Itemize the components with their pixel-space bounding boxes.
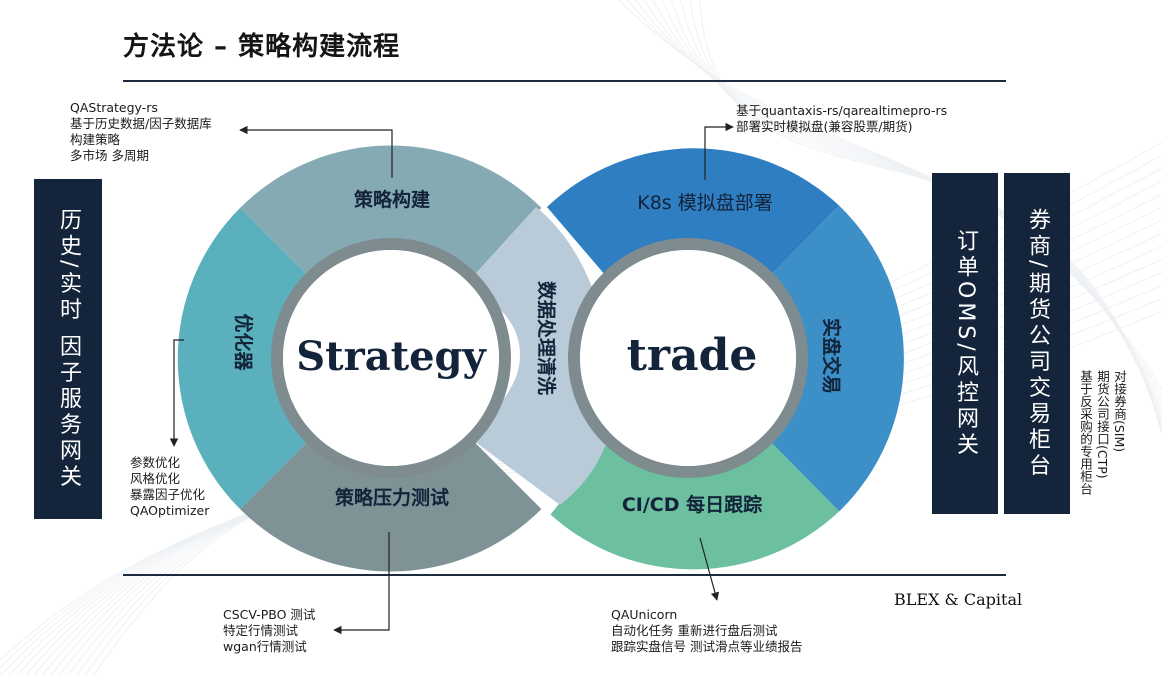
broker-note-line: 期货公司接口(CTP) <box>1095 370 1110 479</box>
note-line: 风格优化 <box>130 471 181 486</box>
note-line: 多市场 多周期 <box>70 148 149 163</box>
strategy-build-note: QAStrategy-rs 基于历史数据/因子数据库 构建策略 多市场 多周期 <box>70 100 212 164</box>
note-line: QAStrategy-rs <box>70 100 158 115</box>
watermark-line <box>689 0 1162 434</box>
k8s-deploy-label: K8s 模拟盘部署 <box>637 192 773 214</box>
broker-counter-box: 券商/期货公司交易柜台 <box>1004 173 1070 514</box>
data-processing-label: 数据处理清洗 <box>535 281 558 395</box>
arrow-optimizer <box>169 339 184 447</box>
factor-gateway-label: 历史/实时 因子服务网关 <box>56 207 81 491</box>
segment-live-trade <box>765 205 904 512</box>
inner-ring-right <box>568 238 808 478</box>
arrow-k8s-deploy <box>704 122 734 180</box>
bottom-divider <box>123 574 1006 576</box>
strategy-build-label: 策略构建 <box>354 188 430 211</box>
stress-test-label: 策略压力测试 <box>335 486 449 509</box>
segment-k8s-deploy <box>547 148 840 282</box>
note-line: 参数优化 <box>130 455 181 470</box>
watermark-line <box>680 0 1162 432</box>
note-line: QAOptimizer <box>130 503 210 518</box>
watermark-line <box>671 0 1162 428</box>
broker-note-line: 基于反采购的专用柜台 <box>1078 370 1093 495</box>
note-line: 构建策略 <box>70 132 121 147</box>
live-trade-label: 实盘交易 <box>820 318 843 394</box>
inner-hole-right <box>580 250 796 466</box>
arrow-cicd <box>699 537 720 601</box>
note-line: 暴露因子优化 <box>130 487 206 502</box>
note-line: QAUnicorn <box>611 607 678 622</box>
cicd-label: CI/CD 每日跟踪 <box>622 493 762 516</box>
arrow-stress-test <box>333 532 390 635</box>
top-divider <box>123 80 1006 82</box>
segment-optimizer <box>177 207 313 510</box>
segment-stress-test <box>240 436 542 572</box>
trade-center-label: trade <box>627 330 758 381</box>
broker-note-line: 对接券商(SIM) <box>1112 370 1127 453</box>
strategy-center-label: Strategy <box>296 333 487 380</box>
arrow-strategy-build <box>239 125 393 178</box>
note-line: 跟踪实盘信号 测试滑点等业绩报告 <box>611 639 803 654</box>
inner-hole-left <box>283 250 499 466</box>
page-title: 方法论 – 策略构建流程 <box>123 32 401 62</box>
watermark-line <box>699 0 1162 437</box>
inner-ring-left <box>271 238 511 478</box>
brand-label: BLEX & Capital <box>894 590 1023 609</box>
cicd-note: QAUnicorn 自动化任务 重新进行盘后测试 跟踪实盘信号 测试滑点等业绩报… <box>611 607 802 655</box>
broker-note: 对接券商(SIM) 期货公司接口(CTP) 基于反采购的专用柜台 <box>1077 370 1128 510</box>
segment-strategy-build <box>240 145 542 281</box>
oms-gateway-label: 订单OMS/风控网关 <box>953 228 978 459</box>
note-line: 部署实时模拟盘(兼容股票/期货) <box>736 119 913 134</box>
stress-test-note: CSCV-PBO 测试 特定行情测试 wgan行情测试 <box>223 607 315 655</box>
k8s-note: 基于quantaxis-rs/qarealtimepro-rs 部署实时模拟盘(… <box>736 103 947 135</box>
note-line: 特定行情测试 <box>223 623 299 638</box>
note-line: 自动化任务 重新进行盘后测试 <box>611 623 778 638</box>
note-line: 基于历史数据/因子数据库 <box>70 116 212 131</box>
broker-counter-label: 券商/期货公司交易柜台 <box>1025 207 1050 480</box>
optimizer-label: 优化器 <box>232 313 255 371</box>
note-line: 基于quantaxis-rs/qarealtimepro-rs <box>736 103 948 118</box>
optimizer-note: 参数优化 风格优化 暴露因子优化 QAOptimizer <box>130 455 209 519</box>
segment-data-processing <box>465 207 615 505</box>
factor-gateway-box: 历史/实时 因子服务网关 <box>34 179 102 519</box>
note-line: CSCV-PBO 测试 <box>223 607 316 622</box>
note-line: wgan行情测试 <box>223 639 307 654</box>
oms-gateway-box: 订单OMS/风控网关 <box>932 173 998 514</box>
segment-cicd <box>550 436 840 570</box>
